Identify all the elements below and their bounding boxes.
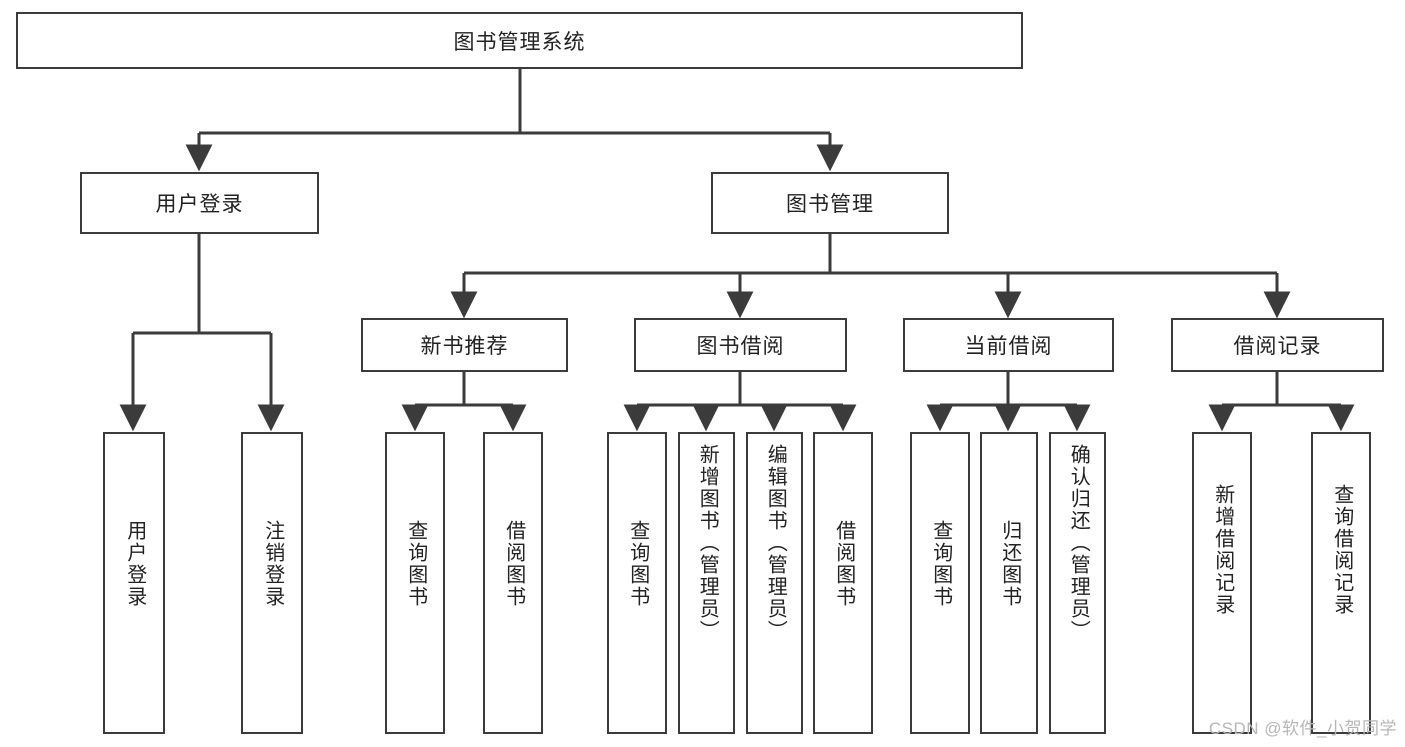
node-leaf-confirm-return-label: 确认归还（管理员） <box>1067 444 1090 642</box>
node-leaf-confirm-return[interactable]: 确认归还（管理员） <box>1049 432 1106 734</box>
node-leaf-add-book[interactable]: 新增图书（管理员） <box>678 432 735 734</box>
node-leaf-user-logout-label: 注销登录 <box>261 520 284 608</box>
node-leaf-query-book-1[interactable]: 查询图书 <box>385 432 445 734</box>
node-leaf-query-record-label: 查询借阅记录 <box>1330 484 1353 616</box>
node-leaf-user-login[interactable]: 用户登录 <box>103 432 165 734</box>
node-leaf-query-book-3[interactable]: 查询图书 <box>910 432 970 734</box>
node-leaf-add-book-label: 新增图书（管理员） <box>696 444 719 642</box>
node-leaf-query-book-2[interactable]: 查询图书 <box>607 432 667 734</box>
node-borrow-record-label: 借阅记录 <box>1233 335 1322 358</box>
node-user-login-label: 用户登录 <box>155 193 244 216</box>
node-leaf-add-record-label: 新增借阅记录 <box>1211 484 1234 616</box>
node-leaf-edit-book[interactable]: 编辑图书（管理员） <box>746 432 803 734</box>
node-borrow-record[interactable]: 借阅记录 <box>1171 318 1384 372</box>
node-current-borrow-label: 当前借阅 <box>964 335 1053 358</box>
node-leaf-query-record[interactable]: 查询借阅记录 <box>1311 432 1371 734</box>
node-leaf-borrow-book-1[interactable]: 借阅图书 <box>483 432 543 734</box>
node-leaf-user-logout[interactable]: 注销登录 <box>241 432 303 734</box>
node-book-borrow-label: 图书借阅 <box>696 335 785 358</box>
node-current-borrow[interactable]: 当前借阅 <box>903 318 1114 372</box>
node-leaf-query-book-2-label: 查询图书 <box>626 520 649 608</box>
node-leaf-borrow-book-1-label: 借阅图书 <box>502 520 525 608</box>
node-leaf-borrow-book-2-label: 借阅图书 <box>832 520 855 608</box>
node-root[interactable]: 图书管理系统 <box>16 12 1023 69</box>
node-leaf-borrow-book-2[interactable]: 借阅图书 <box>813 432 873 734</box>
node-book-borrow[interactable]: 图书借阅 <box>634 318 847 372</box>
node-leaf-user-login-label: 用户登录 <box>123 520 146 608</box>
node-book-manage-label: 图书管理 <box>786 193 874 216</box>
node-root-label: 图书管理系统 <box>453 30 586 54</box>
node-user-login[interactable]: 用户登录 <box>80 172 319 234</box>
node-leaf-add-record[interactable]: 新增借阅记录 <box>1192 432 1252 734</box>
node-leaf-return-book-label: 归还图书 <box>998 520 1021 608</box>
node-leaf-query-book-1-label: 查询图书 <box>404 520 427 608</box>
node-new-book-recommend[interactable]: 新书推荐 <box>361 318 568 372</box>
node-leaf-query-book-3-label: 查询图书 <box>929 520 952 608</box>
node-book-manage[interactable]: 图书管理 <box>711 172 949 234</box>
node-new-book-recommend-label: 新书推荐 <box>420 335 509 358</box>
node-leaf-edit-book-label: 编辑图书（管理员） <box>764 444 787 642</box>
node-leaf-return-book[interactable]: 归还图书 <box>980 432 1038 734</box>
